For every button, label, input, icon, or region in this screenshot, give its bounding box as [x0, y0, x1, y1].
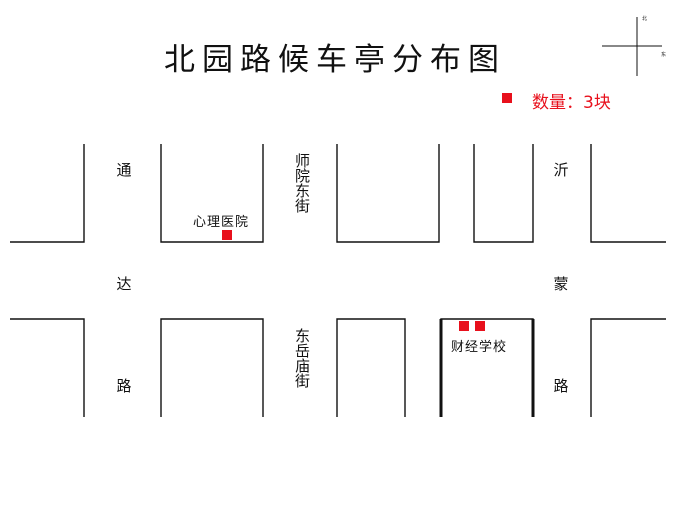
block-outline: [590, 318, 666, 417]
map-title: 北园路候车亭分布图: [164, 42, 506, 78]
place-label-hospital: 心理医院: [193, 215, 250, 230]
block-outline: [10, 144, 85, 243]
street-label-tongda: 通: [116, 161, 132, 179]
bus-shelter-marker: [459, 321, 469, 331]
compass-east-label: 东: [661, 51, 666, 58]
place-label-school: 财经学校: [451, 340, 508, 355]
bus-shelter-marker: [222, 230, 232, 240]
compass-north-label: 北: [642, 15, 647, 22]
block-outline: [10, 318, 85, 417]
block-outline: [590, 144, 666, 243]
street-label-yimeng: 沂: [553, 161, 569, 179]
block-outline: [160, 318, 264, 417]
block-outline: [336, 144, 440, 243]
street-label-dongyue-miao: 东岳庙街: [293, 328, 311, 388]
legend-count: 数量：3块: [532, 93, 611, 113]
street-label-tongda: 路: [116, 377, 132, 395]
block-outline: [160, 144, 264, 243]
street-label-shiyuan-dong: 师院东街: [293, 153, 311, 213]
block-outline: [473, 144, 534, 243]
street-label-yimeng: 路: [553, 377, 569, 395]
bus-shelter-marker: [475, 321, 485, 331]
compass-icon: [602, 17, 662, 76]
street-label-tongda: 达: [116, 275, 132, 293]
block-outline: [336, 318, 406, 417]
kiosk-legend-icon: [502, 93, 512, 103]
block-outline: [440, 318, 534, 417]
street-label-yimeng: 蒙: [553, 275, 569, 293]
